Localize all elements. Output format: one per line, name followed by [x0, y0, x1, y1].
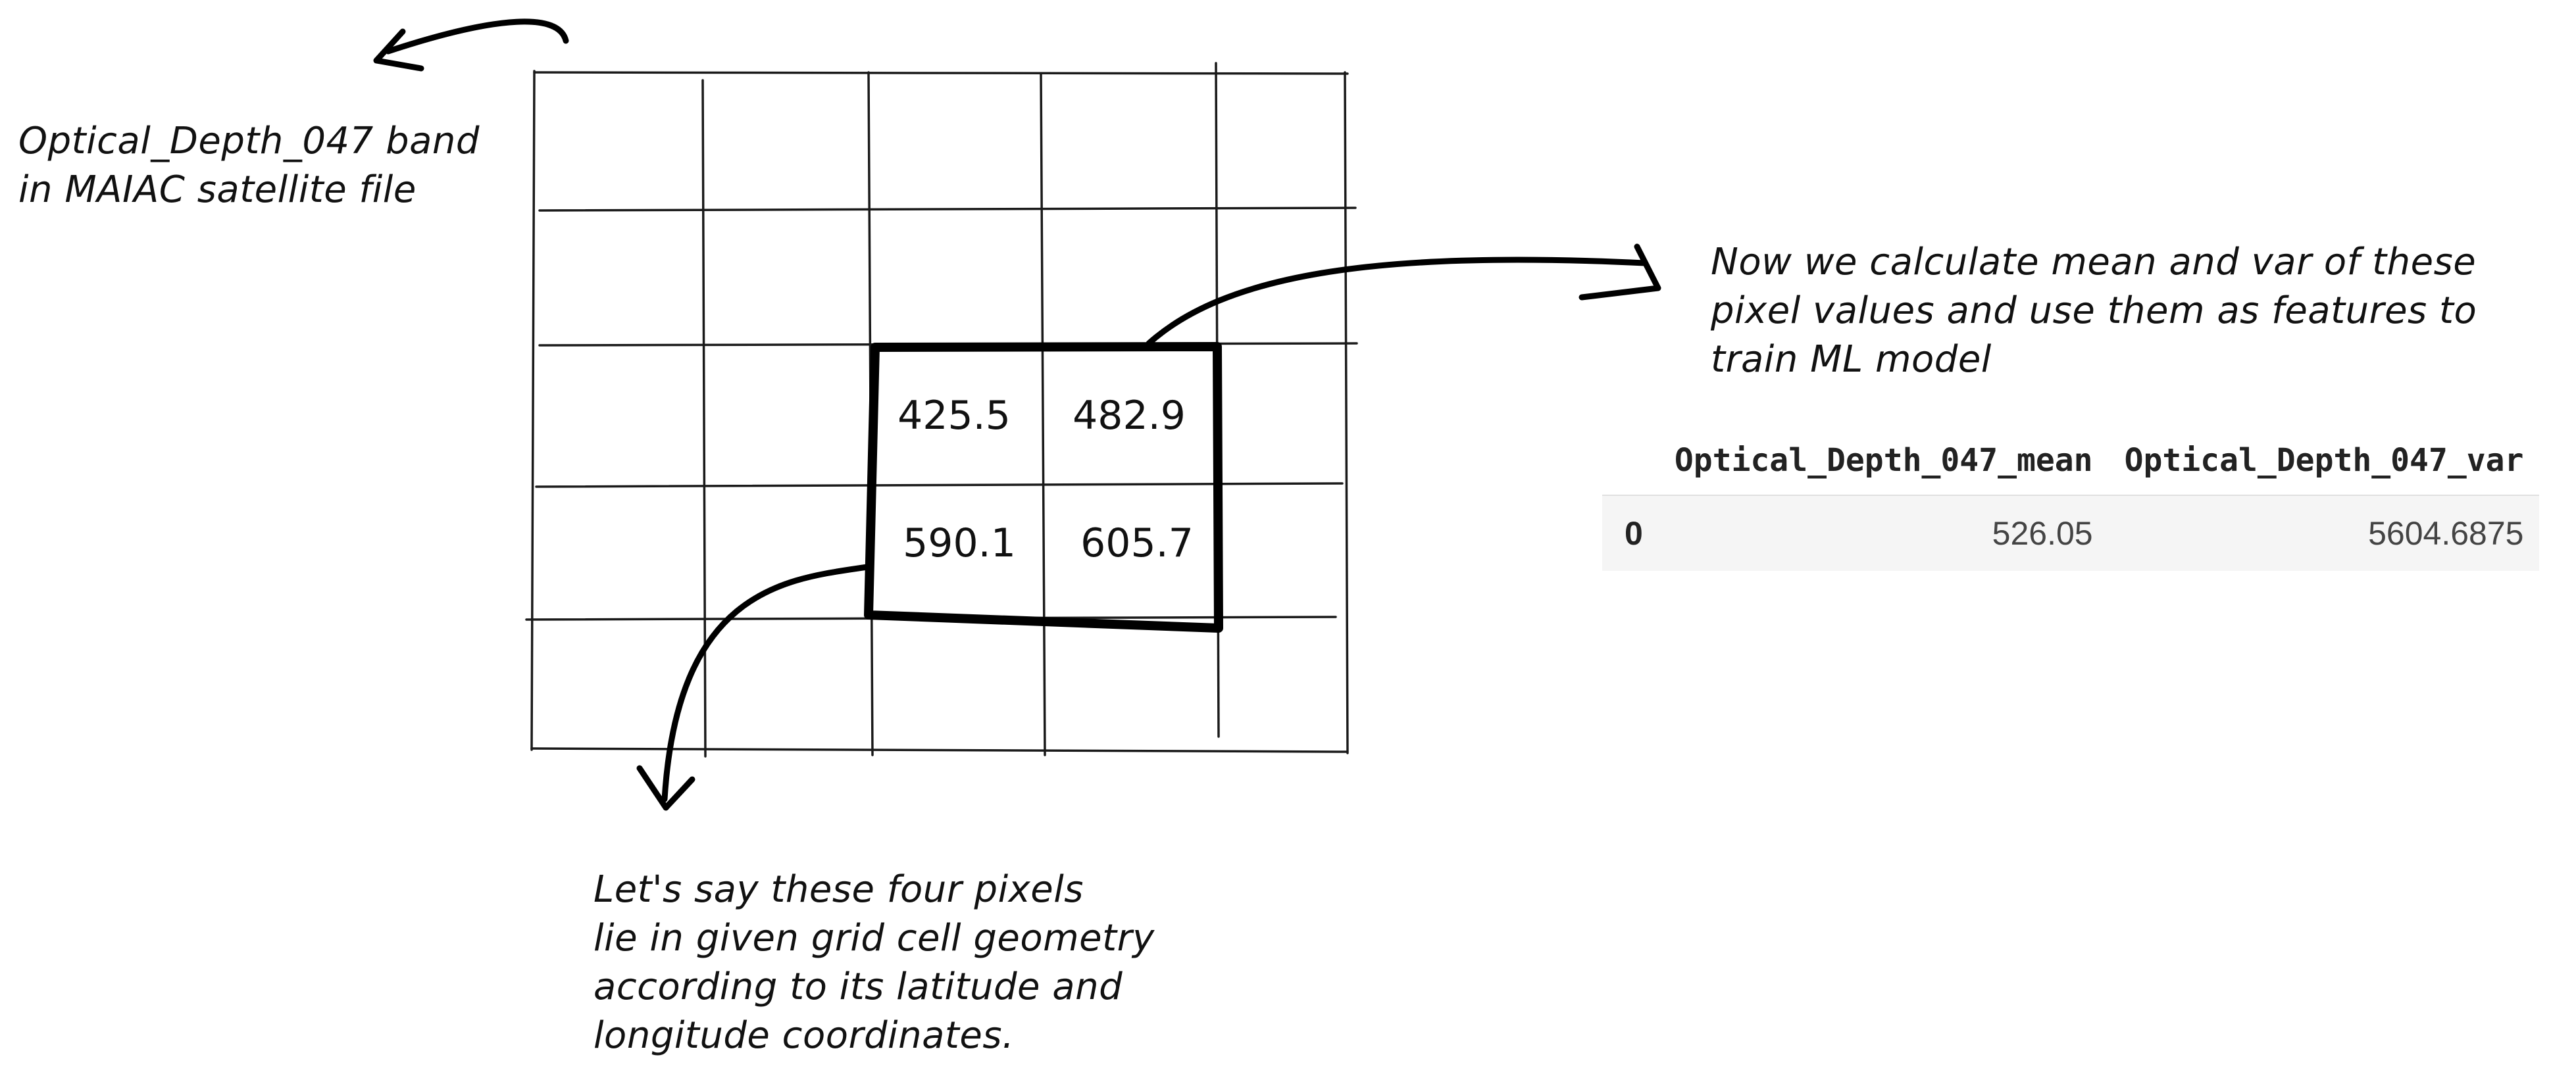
pixels-note-line: according to its latitude and	[593, 966, 1123, 1008]
grid-border-top	[533, 71, 1349, 75]
pixel-value-bl: 590.1	[903, 520, 1016, 566]
grid-border-bottom	[530, 747, 1348, 753]
pixels-note-line: lie in given grid cell geometry	[593, 917, 1155, 960]
arrow-band-icon	[373, 18, 569, 72]
pixels-note: Let's say these four pixels lie in given…	[593, 866, 1155, 1060]
pixel-value-br: 605.7	[1080, 520, 1194, 566]
features-note-line: pixel values and use them as features to	[1711, 289, 2477, 332]
features-note-line: train ML model	[1711, 338, 1992, 381]
band-note-line: Optical_Depth_047 band	[18, 120, 480, 162]
table-row: 0 526.05 5604.6875	[1602, 495, 2540, 571]
table-row-index: 0	[1602, 495, 1659, 571]
pixels-note-line: longitude coordinates.	[593, 1014, 1015, 1057]
table-cell-mean: 526.05	[1658, 495, 2109, 571]
table-header-index	[1602, 428, 1659, 496]
table-header-row: Optical_Depth_047_mean Optical_Depth_047…	[1602, 428, 2540, 496]
table-cell-var: 5604.6875	[2108, 495, 2540, 571]
grid-line-h1	[538, 207, 1357, 212]
grid-border-right	[1344, 71, 1349, 754]
features-note: Now we calculate mean and var of these p…	[1711, 238, 2477, 384]
features-dataframe: Optical_Depth_047_mean Optical_Depth_047…	[1602, 428, 2540, 571]
pixel-value-tr: 482.9	[1073, 393, 1186, 439]
grid-border-left	[530, 70, 536, 751]
band-note: Optical_Depth_047 band in MAIAC satellit…	[18, 117, 480, 214]
table-header-mean: Optical_Depth_047_mean	[1658, 428, 2109, 496]
selected-cell-box	[864, 342, 1223, 633]
table-header-var: Optical_Depth_047_var	[2108, 428, 2540, 496]
pixel-values: 425.5 482.9 590.1 605.7	[897, 393, 1194, 566]
pixel-value-tl: 425.5	[897, 393, 1011, 439]
features-note-line: Now we calculate mean and var of these	[1711, 241, 2477, 283]
arrow-pixels-icon	[636, 564, 871, 811]
band-note-line: in MAIAC satellite file	[18, 168, 417, 211]
grid-line-h3	[535, 482, 1344, 488]
grid-line-v3	[1040, 72, 1046, 756]
arrow-features-icon	[1146, 243, 1661, 347]
pixels-note-line: Let's say these four pixels	[593, 868, 1084, 911]
